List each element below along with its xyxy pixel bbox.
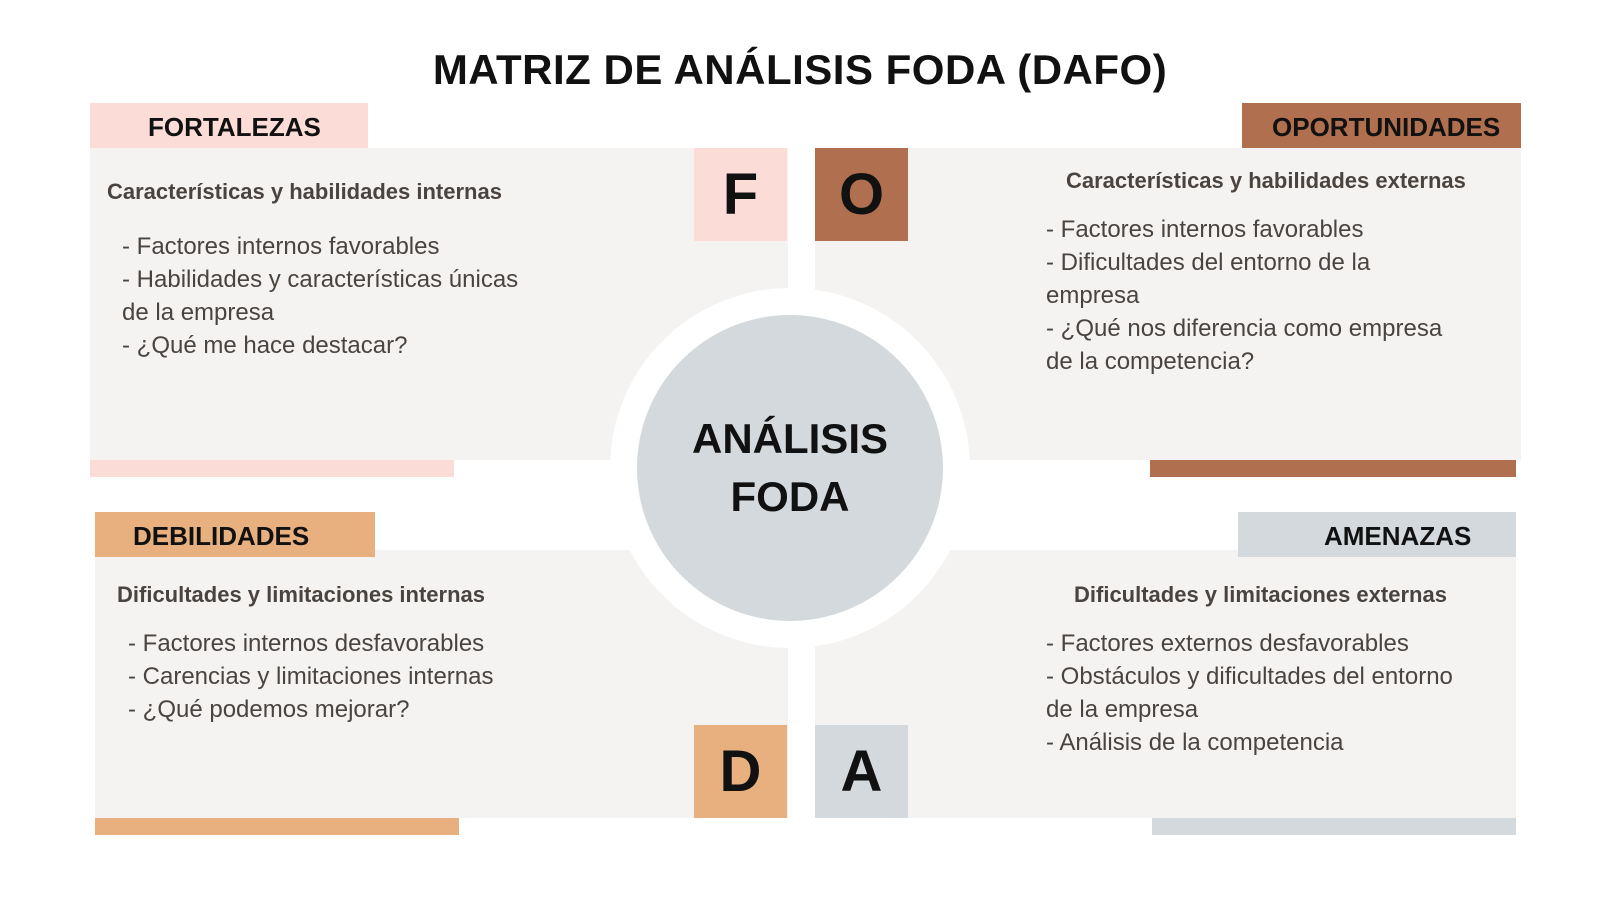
list-item: - ¿Qué me hace destacar?: [122, 332, 408, 359]
amenazas-panel: [815, 550, 1516, 818]
list-item: de la empresa: [122, 299, 275, 326]
oportunidades-subtitle: Características y habilidades externas: [1066, 168, 1466, 193]
list-item: - Factores externos desfavorables: [1046, 630, 1409, 657]
center-title-line2: FODA: [730, 473, 850, 520]
amenazas-bar: [1152, 818, 1516, 835]
list-item: de la competencia?: [1046, 348, 1255, 375]
debilidades-list: - Factores internos desfavorables - Care…: [128, 627, 598, 726]
list-item: - Factores internos favorables: [122, 233, 440, 260]
list-item: - Habilidades y características únicas: [122, 266, 519, 293]
center-title-line1: ANÁLISIS: [691, 415, 888, 462]
fortalezas-subtitle: Características y habilidades internas: [107, 179, 502, 204]
list-item: - Factores internos desfavorables: [128, 630, 485, 657]
list-item: - Dificultades del entorno de la: [1046, 249, 1371, 276]
fortalezas-list: - Factores internos favorables - Habilid…: [122, 230, 592, 362]
amenazas-subtitle: Dificultades y limitaciones externas: [1074, 582, 1447, 607]
fortalezas-bar: [90, 460, 454, 477]
amenazas-tab: AMENAZAS: [1238, 512, 1516, 557]
list-item: - Factores internos favorables: [1046, 216, 1364, 243]
letter-o: O: [815, 148, 908, 241]
letter-d: D: [694, 725, 787, 818]
list-item: - Obstáculos y dificultades del entorno: [1046, 663, 1453, 690]
debilidades-subtitle: Dificultades y limitaciones internas: [117, 582, 486, 607]
page-title: MATRIZ DE ANÁLISIS FODA (DAFO): [432, 46, 1168, 93]
fortalezas-tab: FORTALEZAS: [90, 103, 368, 148]
amenazas-list: - Factores externos desfavorables - Obst…: [1046, 627, 1516, 759]
letter-f: F: [694, 148, 787, 241]
center-circle: ANÁLISIS FODA: [637, 315, 943, 621]
list-item: - ¿Qué podemos mejorar?: [128, 696, 410, 723]
letter-a: A: [815, 725, 908, 818]
oportunidades-list: - Factores internos favorables - Dificul…: [1046, 213, 1506, 378]
list-item: - Análisis de la competencia: [1046, 729, 1344, 756]
debilidades-bar: [95, 818, 459, 835]
oportunidades-bar: [1150, 460, 1516, 477]
oportunidades-tab: OPORTUNIDADES: [1242, 103, 1521, 148]
debilidades-tab: DEBILIDADES: [95, 512, 375, 557]
list-item: empresa: [1046, 282, 1140, 309]
list-item: - Carencias y limitaciones internas: [128, 663, 494, 690]
list-item: de la empresa: [1046, 696, 1199, 723]
list-item: - ¿Qué nos diferencia como empresa: [1046, 315, 1443, 342]
